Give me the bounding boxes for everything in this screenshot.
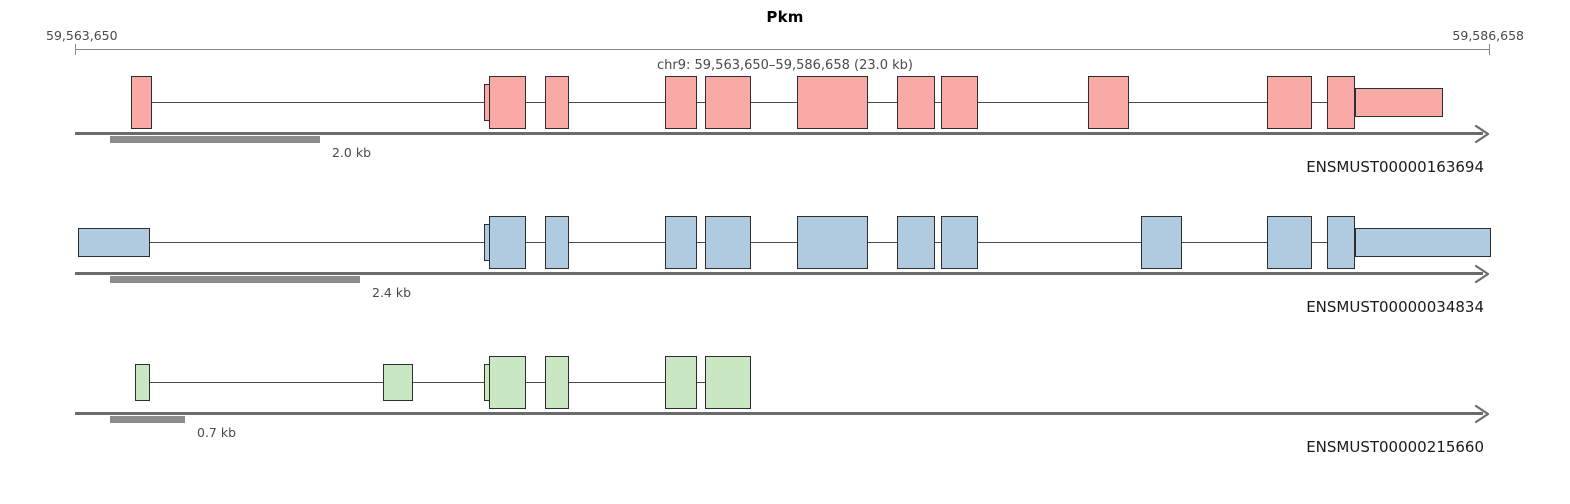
exon-cds[interactable] — [941, 76, 978, 129]
exon-cds[interactable] — [705, 216, 751, 269]
exon-cds[interactable] — [897, 76, 935, 129]
exon-cds[interactable] — [1141, 216, 1182, 269]
axis-end-label: 59,586,658 — [1452, 28, 1524, 43]
exon-cds[interactable] — [545, 76, 569, 129]
exon-cds[interactable] — [705, 356, 751, 409]
exon-cds[interactable] — [545, 356, 569, 409]
scale-bar — [110, 136, 320, 143]
exon-cds[interactable] — [1267, 76, 1312, 129]
exon-cds[interactable] — [489, 356, 526, 409]
scale-bar-label: 2.0 kb — [332, 145, 372, 160]
region-label: chr9: 59,563,650–59,586,658 (23.0 kb) — [656, 58, 913, 73]
transcript-track[interactable]: 2.0 kb ENSMUST00000163694 — [0, 66, 1570, 196]
transcript-id-label[interactable]: ENSMUST00000034834 — [1306, 298, 1484, 316]
exon-utr[interactable] — [78, 228, 150, 257]
transcript-track[interactable]: 0.7 kb ENSMUST00000215660 — [0, 346, 1570, 476]
axis-tick-start — [75, 44, 76, 55]
strand-line — [75, 272, 1483, 275]
intron-line — [114, 242, 1423, 244]
transcript-track[interactable]: 2.4 kb ENSMUST00000034834 — [0, 206, 1570, 336]
strand-arrow-icon — [1472, 123, 1494, 145]
exon-cds[interactable] — [941, 216, 978, 269]
transcript-id-label[interactable]: ENSMUST00000215660 — [1306, 438, 1484, 456]
transcript-id-label[interactable]: ENSMUST00000163694 — [1306, 158, 1484, 176]
exon-utr[interactable] — [1355, 88, 1443, 117]
exon-cds[interactable] — [797, 76, 868, 129]
exon-utr[interactable] — [383, 364, 413, 401]
exon-cds[interactable] — [797, 216, 868, 269]
exon-cds[interactable] — [1088, 76, 1129, 129]
exon-utr[interactable] — [135, 364, 150, 401]
exon-cds[interactable] — [545, 216, 569, 269]
exon-cds[interactable] — [489, 216, 526, 269]
page-title: Pkm — [766, 8, 804, 26]
strand-arrow-icon — [1472, 263, 1494, 285]
exon-cds[interactable] — [1327, 76, 1355, 129]
scale-bar — [110, 416, 185, 423]
scale-bar-label: 0.7 kb — [197, 425, 237, 440]
axis-tick-end — [1489, 44, 1490, 55]
exon-cds[interactable] — [665, 216, 697, 269]
exon-cds[interactable] — [897, 216, 935, 269]
exon-cds[interactable] — [705, 76, 751, 129]
scale-bar-label: 2.4 kb — [372, 285, 412, 300]
exon-cds[interactable] — [131, 76, 152, 129]
strand-line — [75, 412, 1483, 415]
exon-cds[interactable] — [665, 76, 697, 129]
exon-cds[interactable] — [489, 76, 526, 129]
strand-arrow-icon — [1472, 403, 1494, 425]
scale-bar — [110, 276, 360, 283]
strand-line — [75, 132, 1483, 135]
exon-cds[interactable] — [1267, 216, 1312, 269]
exon-cds[interactable] — [1327, 216, 1355, 269]
axis-ruler — [75, 49, 1490, 50]
intron-line — [141, 102, 1399, 104]
exon-cds[interactable] — [665, 356, 697, 409]
exon-utr[interactable] — [1355, 228, 1491, 257]
axis-start-label: 59,563,650 — [46, 28, 118, 43]
intron-line — [142, 382, 728, 384]
